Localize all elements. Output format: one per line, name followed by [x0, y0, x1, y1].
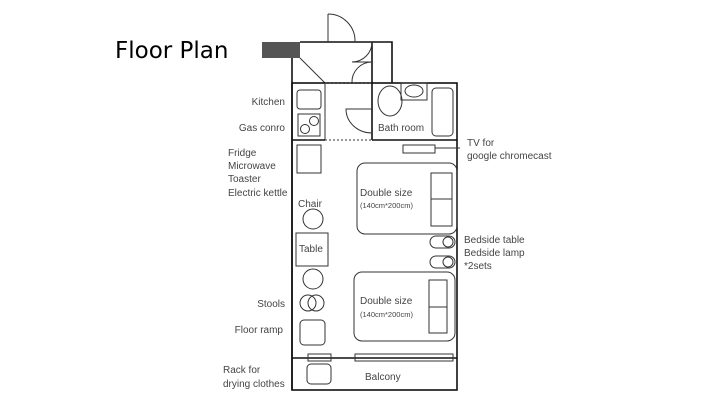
label-bed-2-size: (140cm*200cm)	[360, 310, 413, 319]
stools	[299, 294, 325, 312]
label-bed-1-size: (140cm*200cm)	[360, 201, 413, 210]
wall-block	[262, 42, 300, 58]
label-stools: Stools	[257, 299, 285, 310]
walls	[291, 41, 458, 391]
label-toaster: Toaster	[228, 174, 261, 185]
chair	[302, 208, 324, 230]
entrance-door[interactable]	[327, 13, 356, 43]
label-kettle: Electric kettle	[228, 188, 288, 199]
label-kitchen: Kitchen	[252, 97, 285, 108]
floor-ramp	[299, 319, 326, 346]
table	[295, 232, 329, 267]
label-microwave: Microwave	[228, 161, 276, 172]
drying-rack	[306, 363, 332, 385]
window-rack	[307, 353, 332, 362]
wash-basin	[400, 82, 428, 101]
window	[354, 353, 454, 362]
fridge	[296, 144, 322, 174]
kitchen-sink	[296, 89, 322, 110]
label-balcony: Balcony	[365, 372, 401, 383]
bedside-table-2	[429, 255, 456, 269]
bathtub	[431, 87, 454, 137]
double-bed-2	[353, 271, 456, 342]
label-bedside-1: Bedside table	[464, 235, 525, 246]
gas-stove	[297, 113, 321, 137]
double-bed-1	[356, 162, 458, 235]
label-bedside-3: *2sets	[464, 261, 492, 272]
page-title: Floor Plan	[115, 38, 228, 64]
label-rack-2: drying clothes	[223, 379, 285, 390]
toilet	[377, 85, 403, 117]
label-chair: Chair	[298, 199, 323, 210]
label-rack-1: Rack for	[223, 365, 261, 376]
label-bed-1: Double size	[360, 188, 413, 199]
label-bathroom: Bath room	[378, 123, 424, 134]
label-table: Table	[299, 244, 323, 255]
label-floor-ramp: Floor ramp	[235, 325, 284, 336]
label-bed-2: Double size	[360, 296, 413, 307]
tv	[402, 144, 436, 154]
label-gas: Gas conro	[239, 123, 286, 134]
chair-2	[302, 268, 324, 290]
bedside-table-1	[429, 235, 456, 249]
label-tv-2: google chromecast	[467, 151, 552, 162]
label-fridge: Fridge	[228, 148, 257, 159]
label-tv-1: TV for	[467, 138, 495, 149]
inner-door[interactable]	[351, 41, 373, 84]
label-bedside-2: Bedside lamp	[464, 248, 525, 259]
bathroom-door[interactable]	[345, 108, 373, 134]
